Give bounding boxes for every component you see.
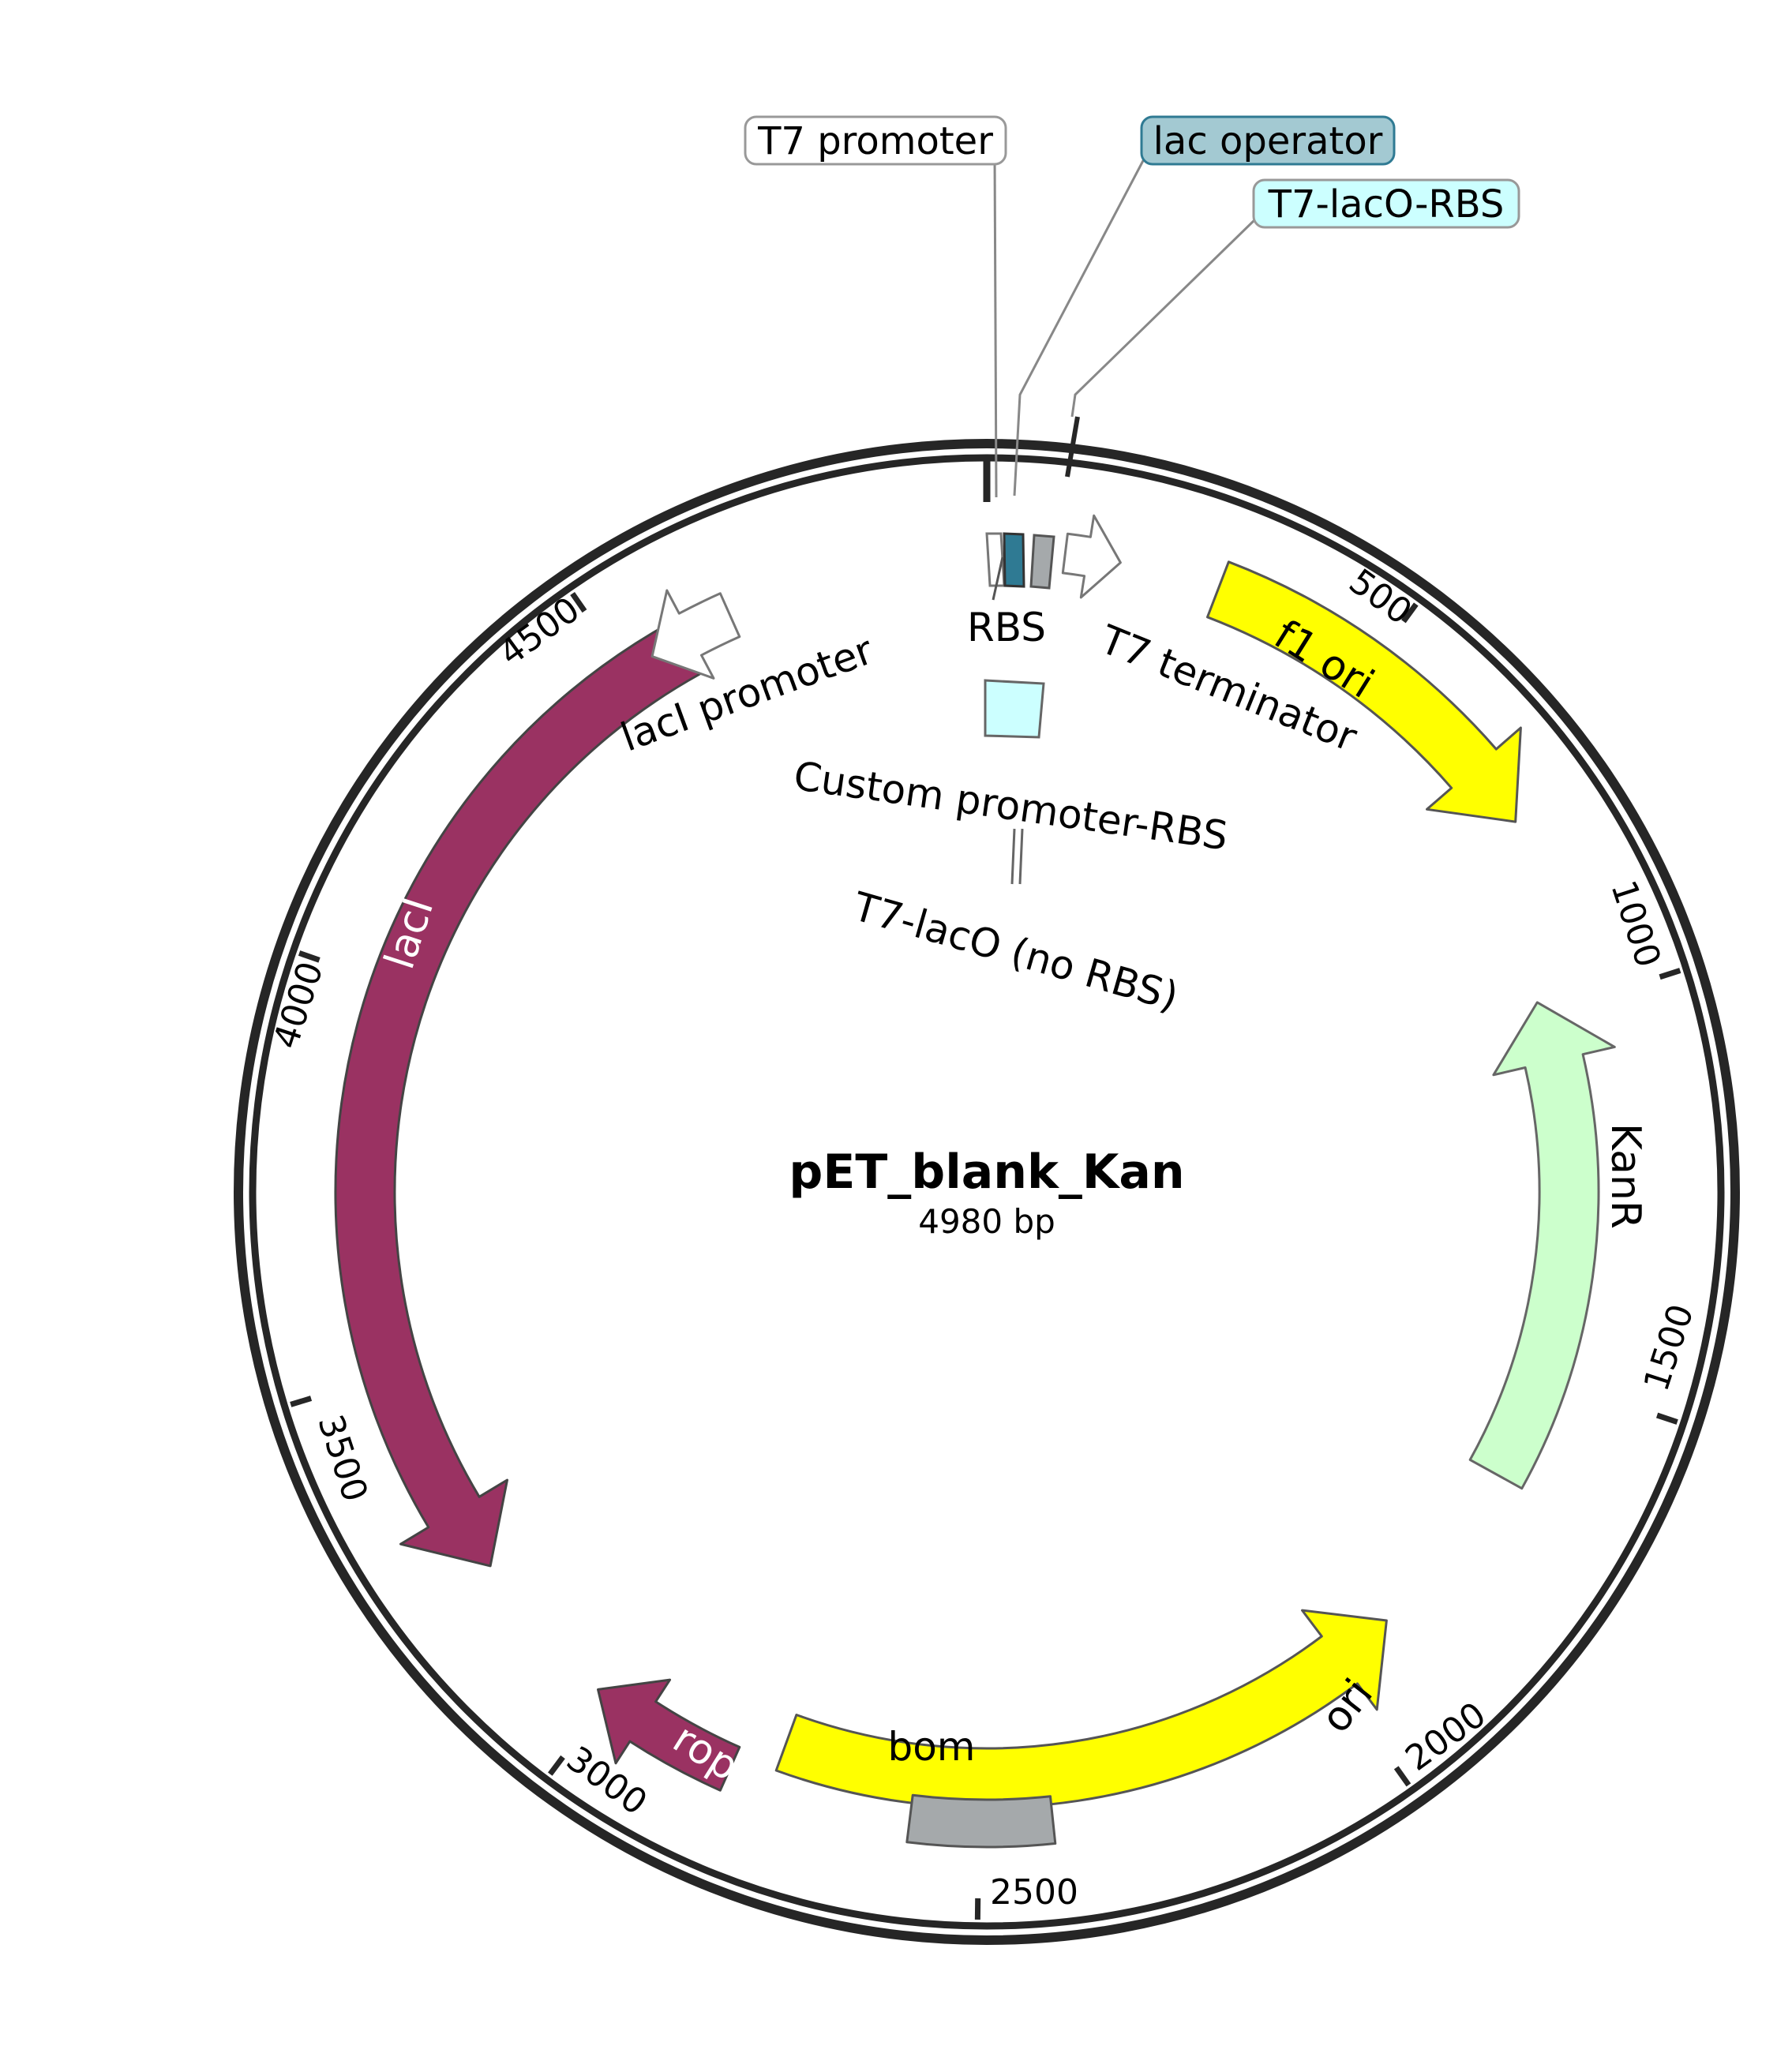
tick-mark-4000 bbox=[298, 950, 321, 963]
t7-laco-rbs-site-marker bbox=[1065, 416, 1080, 478]
lac-operator-callout-box bbox=[1140, 115, 1396, 166]
plasmid-length: 4980 bp bbox=[918, 1202, 1055, 1241]
rop-arrow bbox=[597, 1678, 741, 1792]
kanr-label: KanR bbox=[1602, 1123, 1649, 1229]
tick-mark-3000 bbox=[548, 1755, 565, 1776]
tick-label-4500: 4500 bbox=[492, 590, 587, 674]
t7-laco-no-rbs-marker-a bbox=[1010, 828, 1016, 885]
t7-laco-rbs-callout-line bbox=[1070, 216, 1258, 418]
bom-segment bbox=[905, 1793, 1057, 1849]
custom-promoter-rbs-feature bbox=[984, 679, 1045, 739]
tick-label-1500: 1500 bbox=[1636, 1299, 1702, 1396]
laci-promoter-arrow bbox=[650, 589, 741, 680]
t7-promoter-callout-box bbox=[744, 115, 1007, 166]
custom-promoter-rbs-label: Custom promoter-RBS bbox=[791, 753, 1231, 860]
t7-promoter-callout-line bbox=[993, 154, 998, 498]
laci-arrow bbox=[334, 620, 701, 1568]
tick-mark-500 bbox=[1401, 602, 1419, 624]
plasmid-name: pET_blank_Kan bbox=[789, 1145, 1184, 1200]
t7-terminator-arrow bbox=[1061, 514, 1122, 599]
t7-laco-no-rbs-marker-b bbox=[1018, 828, 1024, 885]
rbs-label: RBS bbox=[967, 605, 1046, 650]
f1-ori-arrow bbox=[1206, 560, 1522, 823]
lac-operator-feature bbox=[1003, 532, 1025, 588]
tick-mark-1500 bbox=[1655, 1412, 1678, 1425]
t7-laco-rbs-callout-box bbox=[1252, 178, 1520, 229]
tick-mark-3500 bbox=[290, 1396, 313, 1407]
t7-promoter-callout-label: T7 promoter bbox=[757, 119, 993, 163]
tick-marks bbox=[290, 591, 1681, 1920]
lac-operator-callout-line bbox=[1013, 154, 1148, 496]
ori-arrow bbox=[774, 1609, 1388, 1809]
t7-laco-rbs-callout-label: T7-lacO-RBS bbox=[1268, 182, 1505, 227]
backbone-outer-ring bbox=[234, 439, 1740, 1945]
bom-label: bom bbox=[887, 1724, 975, 1770]
tick-mark-2000 bbox=[1393, 1766, 1411, 1787]
t7-laco-no-rbs-label: T7-lacO (no RBS) bbox=[848, 883, 1183, 1020]
rbs-feature bbox=[1029, 534, 1055, 590]
lac-operator-callout-label: lac operator bbox=[1153, 119, 1383, 163]
rbs-feature-leader bbox=[992, 556, 1004, 601]
tick-mark-1000 bbox=[1659, 968, 1681, 980]
kanr-arrow bbox=[1468, 1001, 1616, 1490]
tick-mark-4500 bbox=[570, 591, 587, 613]
tick-label-2500: 2500 bbox=[990, 1872, 1078, 1913]
